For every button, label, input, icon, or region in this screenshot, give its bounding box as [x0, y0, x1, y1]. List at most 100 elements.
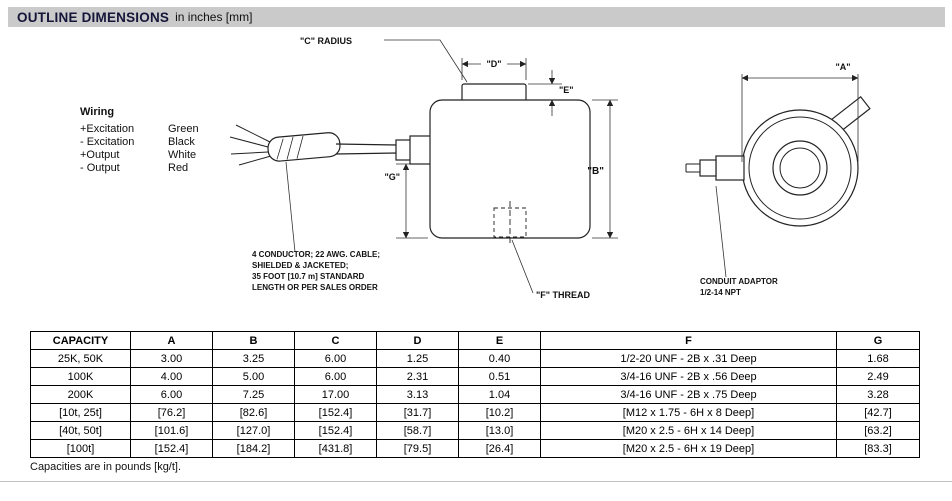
table-cell: 100K: [30, 367, 131, 386]
c-radius-leader: [384, 39, 468, 83]
dim-label-f-thread: "F" THREAD: [536, 290, 591, 300]
table-row: [100t][152.4][184.2][431.8][79.5][26.4][…: [30, 439, 920, 458]
dim-label-a: "A": [835, 62, 850, 72]
col-header-g: G: [836, 331, 920, 350]
cable-note-line: 35 FOOT [10.7 m] STANDARD: [252, 272, 365, 281]
cable-note-line: 4 CONDUCTOR; 22 AWG. CABLE;: [252, 250, 380, 259]
cable-note-leader: [285, 161, 296, 253]
table-cell: 2.49: [836, 367, 920, 386]
col-header-d: D: [376, 331, 459, 350]
table-cell: [M20 x 2.5 - 6H x 19 Deep]: [540, 439, 837, 458]
table-cell: 6.00: [294, 367, 377, 386]
table-cell: 200K: [30, 385, 131, 404]
table-cell: 3/4-16 UNF - 2B x .56 Deep: [540, 367, 837, 386]
table-cell: [83.3]: [836, 439, 920, 458]
table-cell: 25K, 50K: [30, 349, 131, 368]
table-cell: [26.4]: [458, 439, 541, 458]
table-cell: [101.6]: [130, 421, 213, 440]
table-cell: [152.4]: [294, 403, 377, 422]
table-cell: [40t, 50t]: [30, 421, 131, 440]
cable-wires-icon: [229, 124, 272, 166]
table-cell: [184.2]: [212, 439, 295, 458]
bottom-divider: [0, 481, 952, 482]
capacity-footnote: Capacities are in pounds [kg/t].: [30, 461, 182, 473]
dim-label-g: "G": [384, 172, 400, 182]
wiring-row: +Output White: [80, 149, 199, 162]
table-cell: 1.25: [376, 349, 459, 368]
table-cell: 6.00: [294, 349, 377, 368]
drawing-labels: "C" RADIUS "D" "E" "B" "G" "A" "F" THREA…: [252, 36, 851, 300]
wiring-legend: Wiring +Excitation Green - Excitation Bl…: [80, 106, 199, 175]
table-row: [10t, 25t][76.2][82.6][152.4][31.7][10.2…: [30, 403, 920, 422]
col-header-a: A: [130, 331, 213, 350]
conduit-nut-icon: [699, 159, 717, 177]
table-cell: [63.2]: [836, 421, 920, 440]
table-cell: [M20 x 2.5 - 6H x 14 Deep]: [540, 421, 837, 440]
table-cell: 0.51: [458, 367, 541, 386]
cable-note-line: LENGTH OR PER SALES ORDER: [252, 283, 378, 292]
table-row: [40t, 50t][101.6][127.0][152.4][58.7][13…: [30, 421, 920, 440]
cable-fitting-icon: [409, 135, 433, 165]
table-cell: 2.31: [376, 367, 459, 386]
table-cell: 3.00: [130, 349, 213, 368]
cable-jacket-icon: [267, 132, 341, 162]
conduit-leader: [715, 185, 727, 278]
section-header-bar: OUTLINE DIMENSIONS in inches [mm]: [8, 7, 945, 27]
table-cell: [31.7]: [376, 403, 459, 422]
table-cell: 17.00: [294, 385, 377, 404]
table-cell: [13.0]: [458, 421, 541, 440]
wiring-signal: +Excitation: [80, 123, 135, 135]
cable-line-icon: [335, 143, 399, 155]
table-cell: [152.4]: [294, 421, 377, 440]
table-cell: 6.00: [130, 385, 213, 404]
section-subtitle: in inches [mm]: [175, 10, 253, 24]
col-header-e: E: [458, 331, 541, 350]
wiring-color: Red: [168, 162, 189, 174]
table-cell: [82.6]: [212, 403, 295, 422]
table-cell: 0.40: [458, 349, 541, 368]
cable-note-line: SHIELDED & JACKETED;: [252, 261, 348, 270]
col-header-b: B: [212, 331, 295, 350]
front-view: [685, 95, 871, 227]
table-cell: 1.68: [836, 349, 920, 368]
table-cell: [100t]: [30, 439, 131, 458]
table-cell: [76.2]: [130, 403, 213, 422]
wiring-row: - Output Red: [80, 162, 199, 175]
dim-label-c-radius: "C" RADIUS: [300, 36, 352, 46]
table-cell: [10.2]: [458, 403, 541, 422]
wiring-color: Black: [168, 136, 195, 148]
conduit-adaptor-icon: [715, 155, 745, 181]
thread-hole-icon: [493, 201, 527, 245]
table-cell: [M12 x 1.75 - 6H x 8 Deep]: [540, 403, 837, 422]
dimension-lines: [285, 39, 859, 294]
wiring-signal: +Output: [80, 149, 120, 161]
col-header-capacity: CAPACITY: [30, 331, 131, 350]
wiring-row: - Excitation Black: [80, 136, 199, 149]
table-cell: [431.8]: [294, 439, 377, 458]
wiring-color: Green: [168, 123, 199, 135]
table-cell: 3/4-16 UNF - 2B x .75 Deep: [540, 385, 837, 404]
table-cell: [10t, 25t]: [30, 403, 131, 422]
table-header-row: CAPACITY A B C D E F G: [30, 331, 920, 350]
section-title: OUTLINE DIMENSIONS: [17, 9, 170, 25]
outline-drawing: "C" RADIUS "D" "E" "B" "G" "A" "F" THREA…: [229, 36, 871, 300]
wiring-color: White: [168, 149, 197, 161]
dim-label-e: "E": [559, 85, 574, 95]
wiring-signal: - Excitation: [80, 136, 135, 148]
table-cell: 3.13: [376, 385, 459, 404]
f-thread-leader: [511, 239, 534, 294]
table-cell: [79.5]: [376, 439, 459, 458]
loadcell-body-icon: [429, 99, 591, 239]
load-button-boss-icon: [461, 83, 527, 103]
col-header-c: C: [294, 331, 377, 350]
wiring-signal: - Output: [80, 162, 120, 174]
table-cell: 3.28: [836, 385, 920, 404]
hub-inner-icon: [779, 147, 821, 189]
side-view: [229, 83, 591, 245]
dim-label-b: "B": [587, 166, 604, 177]
